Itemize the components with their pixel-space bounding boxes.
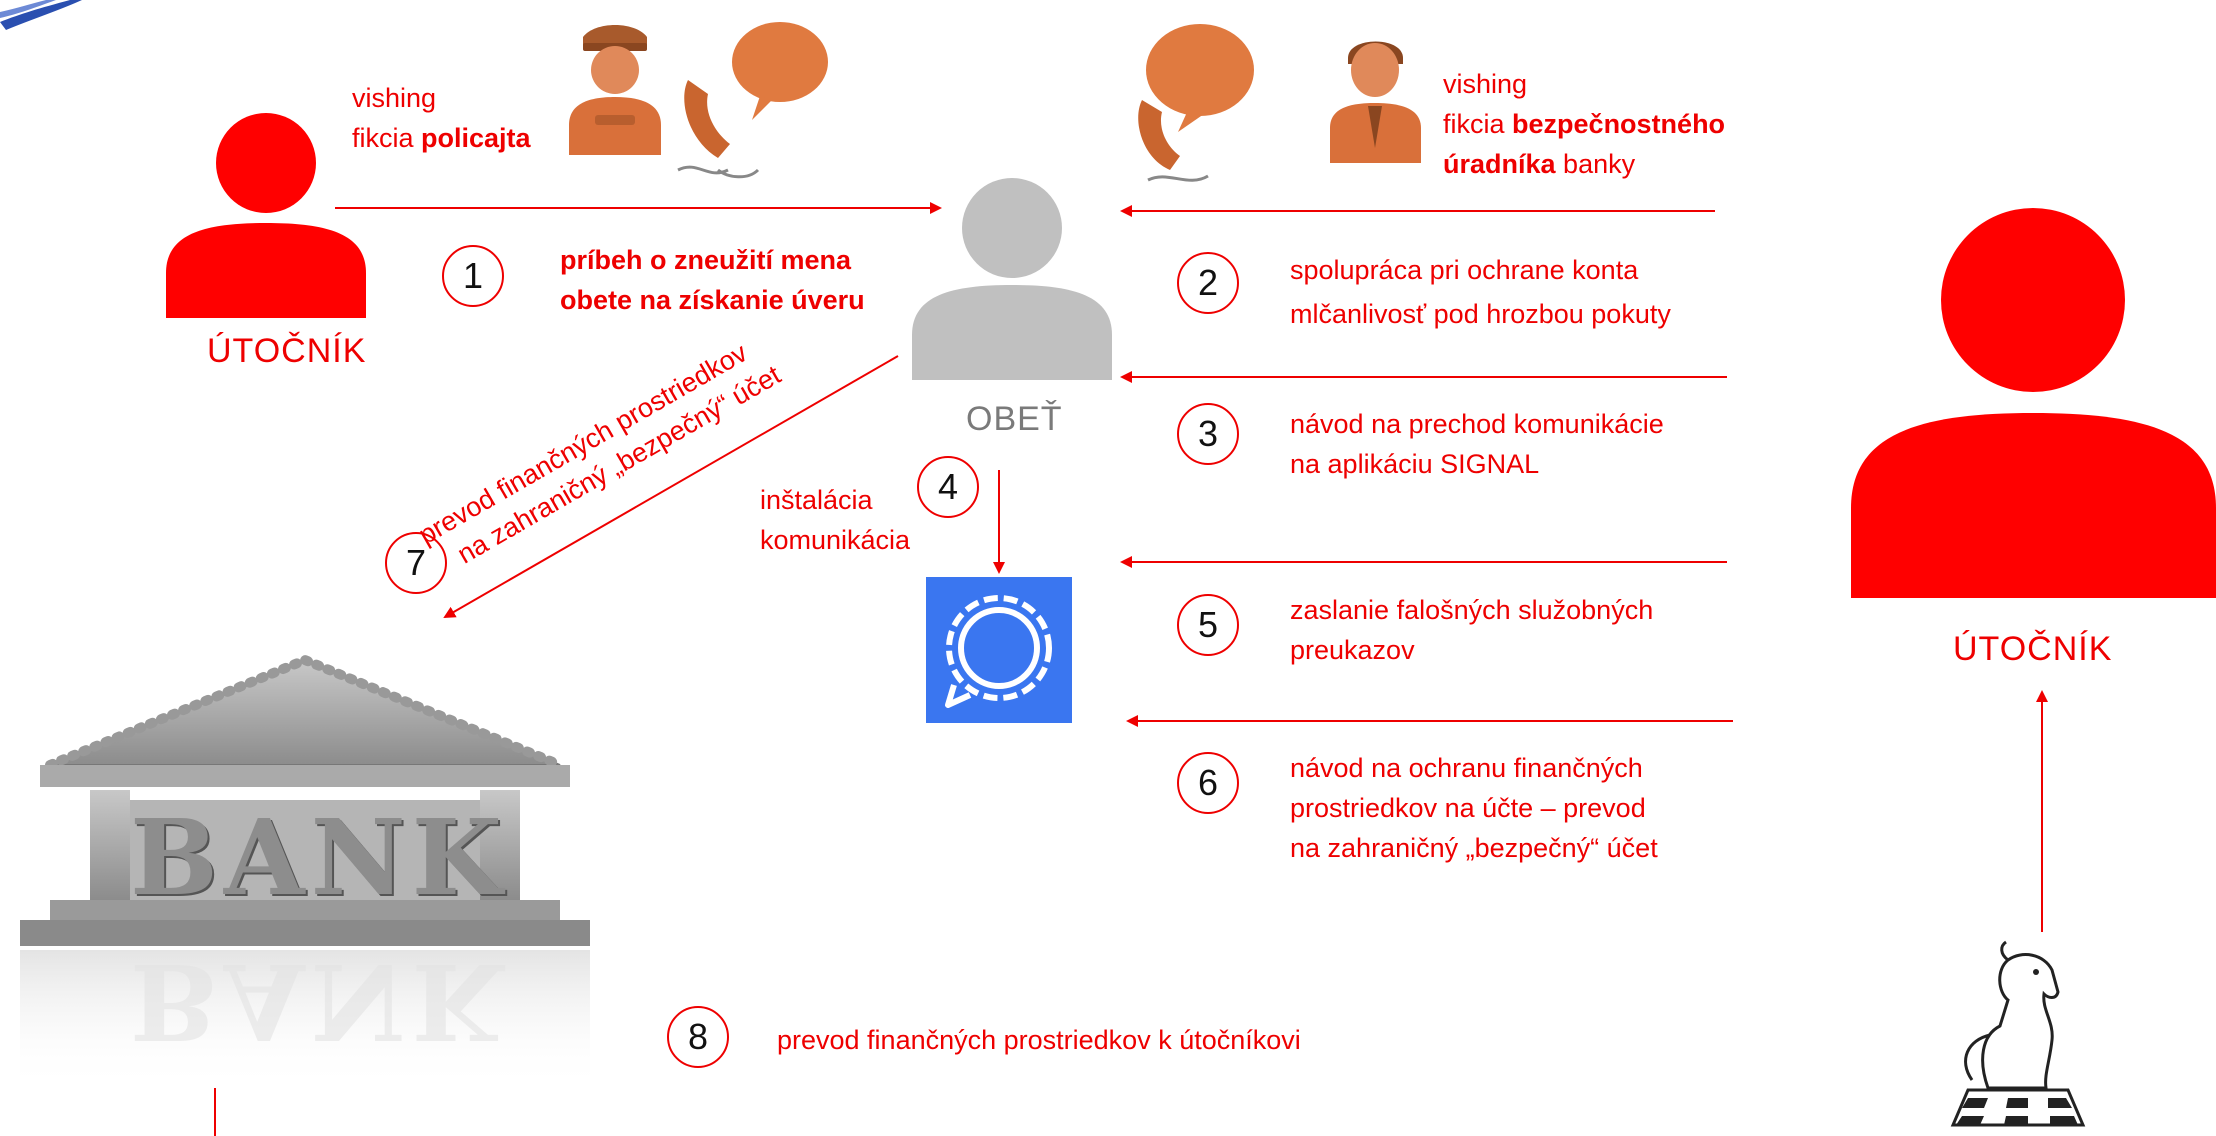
bank-call-line2: fikcia bezpečnostného	[1443, 104, 1725, 144]
step-2-line2: mlčanlivosť pod hrozbou pokuty	[1290, 299, 1671, 329]
step-1-badge: 1	[442, 245, 504, 307]
victim-person-icon	[912, 178, 1112, 380]
bank-officer-icon	[1330, 41, 1421, 163]
step-5-text: zaslanie falošných služobných preukazov	[1290, 590, 1653, 670]
bank-call-prefix: fikcia	[1443, 109, 1513, 139]
bank-call-line1: vishing	[1443, 69, 1528, 99]
bank-call-bold-2: úradníka	[1443, 149, 1556, 179]
step-5-line2: preukazov	[1290, 635, 1415, 665]
right-attacker-label: ÚTOČNÍK	[1953, 630, 2113, 668]
police-call-line2: fikcia policajta	[352, 118, 531, 158]
step-7-badge: 7	[385, 532, 447, 594]
step-2-badge: 2	[1177, 252, 1239, 314]
phone-speech-icon	[677, 22, 828, 179]
bank-call-text: vishing fikcia bezpečnostného úradníka b…	[1443, 64, 1725, 184]
police-call-prefix: fikcia	[352, 123, 422, 153]
attacker-person-icon	[1851, 208, 2216, 598]
police-officer-icon	[569, 25, 661, 155]
step-4-line2: komunikácia	[760, 525, 911, 555]
step-5-line1: zaslanie falošných služobných	[1290, 595, 1654, 625]
bank-call-bold: bezpečnostného	[1512, 109, 1726, 139]
step-6-badge: 6	[1177, 752, 1239, 814]
bank-building-icon	[20, 654, 590, 1090]
phone-speech-icon	[1138, 24, 1254, 182]
step-2-line1: spolupráca pri ochrane konta	[1290, 255, 1639, 285]
step-1-line2: obete na získanie úveru	[560, 285, 865, 315]
step-1-line1: príbeh o zneužití mena	[560, 245, 852, 275]
step-4-line1: inštalácia	[760, 485, 873, 515]
step-6-line1: návod na ochranu finančných	[1290, 753, 1643, 783]
left-attacker-label: ÚTOČNÍK	[207, 332, 367, 370]
bank-sign-reflection: BANK	[130, 940, 509, 1063]
bank-sign: BANK	[130, 796, 509, 919]
step-4-text: inštalácia komunikácia	[760, 480, 910, 560]
victim-label: OBEŤ	[966, 400, 1063, 438]
step-3-text: návod na prechod komunikácie na aplikáci…	[1290, 404, 1664, 484]
police-call-bold: policajta	[421, 123, 531, 153]
step-3-line2: na aplikáciu SIGNAL	[1290, 449, 1540, 479]
step-3-line1: návod na prechod komunikácie	[1290, 409, 1664, 439]
step-1-text: príbeh o zneužití mena obete na získanie…	[560, 240, 865, 320]
police-call-line1: vishing	[352, 83, 437, 113]
attacker-person-icon	[166, 113, 366, 318]
bank-call-line3: úradníka banky	[1443, 144, 1725, 184]
step-6-line2: prostriedkov na účte – prevod	[1290, 793, 1646, 823]
chess-knight-icon	[1950, 940, 2086, 1127]
step-3-badge: 3	[1177, 403, 1239, 465]
bank-call-suffix: banky	[1555, 149, 1636, 179]
step-4-badge: 4	[917, 456, 979, 518]
step-8-badge: 8	[667, 1006, 729, 1068]
signal-app-icon	[926, 577, 1072, 723]
step-8-text: prevod finančných prostriedkov k útočník…	[777, 1025, 1301, 1055]
step-2-text: spolupráca pri ochrane konta mlčanlivosť…	[1290, 248, 1671, 336]
police-call-text: vishing fikcia policajta	[352, 78, 531, 158]
arrow-7	[443, 355, 899, 618]
step-5-badge: 5	[1177, 594, 1239, 656]
corner-logo-fragment-icon	[0, 0, 82, 30]
step-6-text: návod na ochranu finančných prostriedkov…	[1290, 748, 1658, 868]
step-6-line3: na zahraničný „bezpečný“ účet	[1290, 833, 1658, 863]
